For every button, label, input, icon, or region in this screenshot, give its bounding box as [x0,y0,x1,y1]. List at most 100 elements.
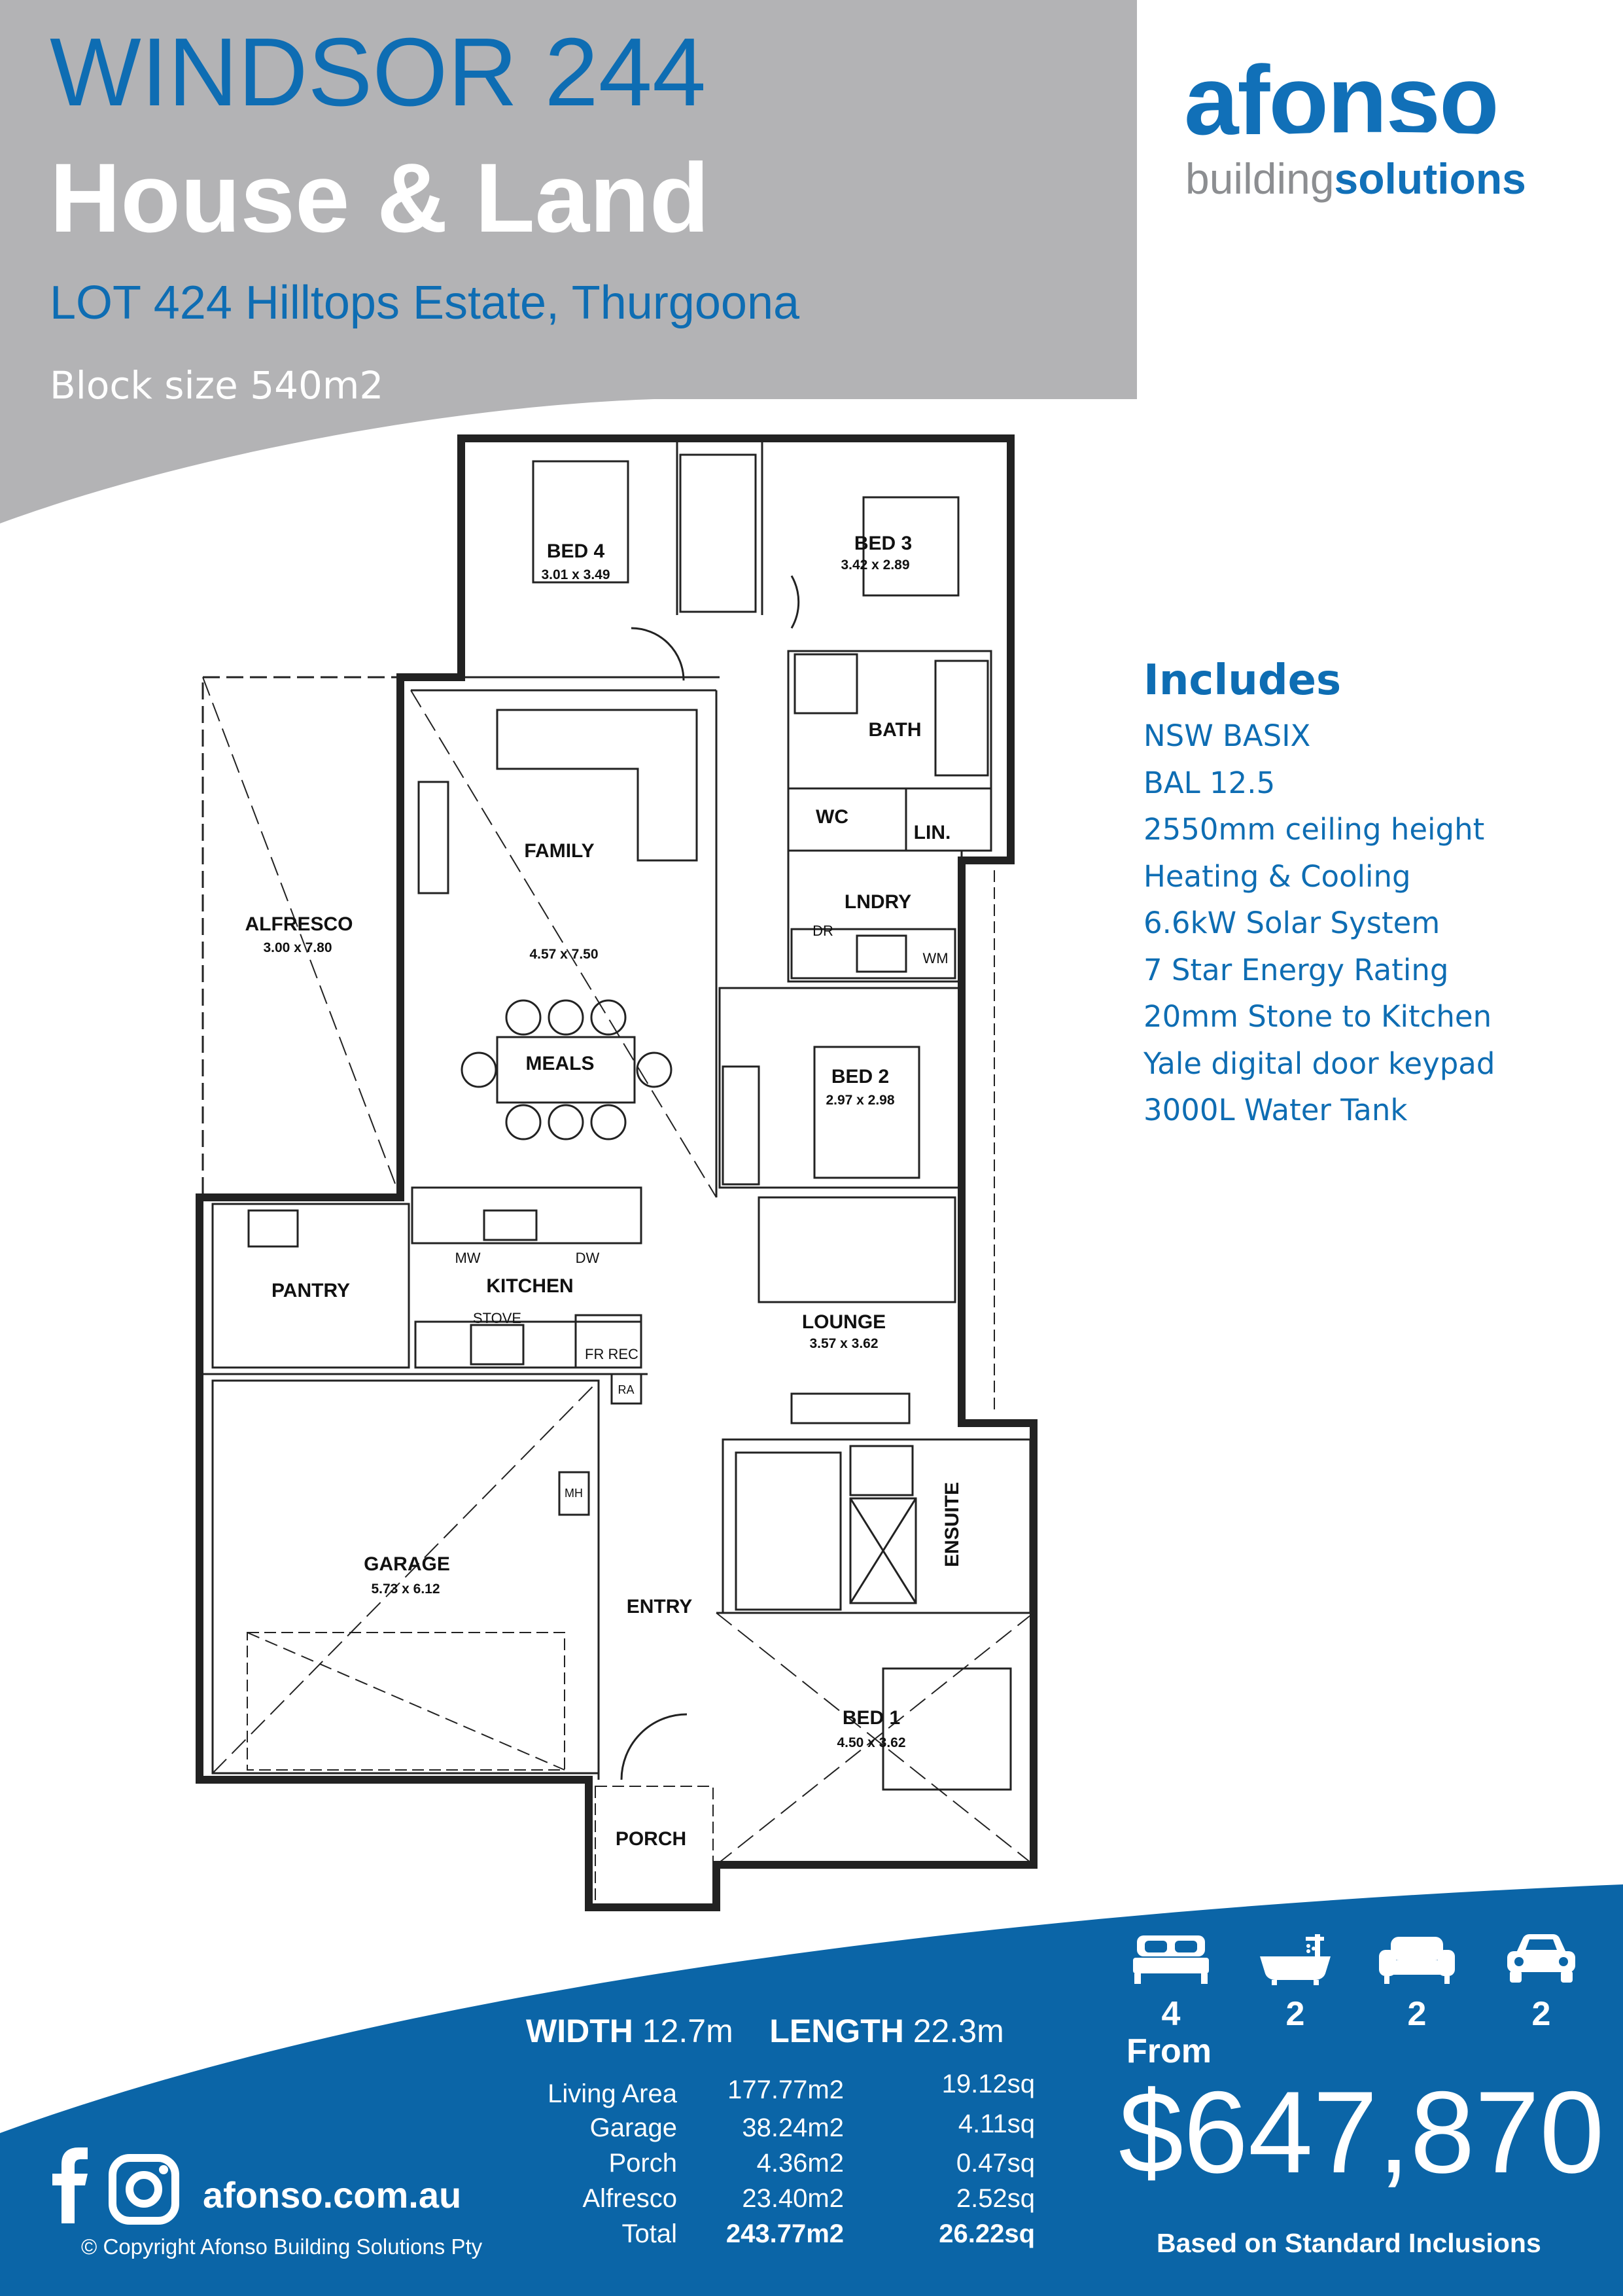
room-dim-bed3: 3.42 x 2.89 [841,557,909,573]
room-dim-alfresco: 3.00 x 7.80 [263,940,332,955]
room-label-bed2: BED 2 [831,1066,889,1087]
length-value: 22.3m [913,2013,1004,2049]
garage-count: 2 [1531,1995,1551,2033]
label-mh: MH [565,1487,583,1500]
area-label: Garage [589,2113,677,2142]
car-icon [1507,1934,1575,1983]
width-value: 12.7m [642,2013,733,2049]
header-swoosh [0,366,654,523]
feature-bedrooms: 4 [1125,1930,1217,2034]
floor-plan: BED 4 3.01 x 3.49 BED 3 3.42 x 2.89 BATH… [196,434,1038,1911]
area-row: Garage 38.24m2 4.11sq [517,2110,1053,2150]
area-sq: 26.22sq [939,2219,1035,2248]
room-label-bath: BATH [868,719,921,741]
lot-address: LOT 424 Hilltops Estate, Thurgoona [50,277,800,329]
house-dimensions: WIDTH 12.7m LENGTH 22.3m [526,2012,1004,2050]
length-label: LENGTH [769,2013,904,2049]
area-label: Alfresco [582,2184,678,2213]
room-dim-bed2: 2.97 x 2.98 [826,1093,894,1108]
area-m2: 38.24m2 [742,2113,844,2142]
label-stove: STOVE [473,1310,521,1326]
room-label-ensuite: ENSUITE [941,1482,963,1567]
room-label-lndry: LNDRY [845,891,911,913]
copyright: © Copyright Afonso Building Solutions Pt… [81,2234,483,2259]
area-row: Living Area 177.77m2 19.12sq [517,2070,1053,2110]
room-label-bed1: BED 1 [843,1707,900,1729]
includes-list: Includes NSW BASIX BAL 12.5 2550mm ceili… [1143,658,1601,1134]
area-label: Living Area [548,2079,677,2108]
area-row-total: Total 243.77m2 26.22sq [517,2219,1053,2256]
area-m2: 23.40m2 [742,2184,844,2213]
room-label-entry: ENTRY [627,1596,693,1617]
room-dim-lounge: 3.57 x 3.62 [809,1336,878,1351]
room-dim-garage: 5.73 x 6.12 [371,1581,440,1597]
page-subtitle: House & Land [50,143,710,253]
room-label-garage: GARAGE [364,1553,450,1575]
label-wm: WM [922,950,948,966]
room-dim-family: 4.57 x 7.50 [529,947,598,962]
social-icons [52,2147,179,2225]
logo-swoosh [1185,132,1578,147]
label-ra: RA [618,1383,634,1396]
footer-band [0,1884,1623,2296]
includes-item: Heating & Cooling [1143,858,1411,894]
area-row: Porch 4.36m2 0.47sq [517,2149,1053,2185]
instagram-icon[interactable] [109,2154,179,2225]
room-dim-bed1: 4.50 x 3.62 [837,1735,905,1750]
label-dw: DW [576,1250,600,1266]
room-label-bed3: BED 3 [854,533,912,554]
logo-tagline-solutions: solutions [1334,154,1526,203]
includes-item: NSW BASIX [1143,718,1311,754]
area-sq: 19.12sq [941,2070,1035,2098]
bedroom-count: 4 [1161,1995,1181,2033]
price-from-label: From [1126,2032,1212,2070]
area-label: Porch [608,2149,678,2178]
room-label-wc: WC [816,806,848,828]
area-m2: 243.77m2 [725,2219,844,2248]
bathroom-count: 2 [1285,1995,1305,2033]
sofa-icon [1379,1937,1455,1984]
room-label-alfresco: ALFRESCO [245,913,353,935]
price-note: Based on Standard Inclusions [1157,2228,1541,2258]
bed-icon [1133,1935,1209,1984]
room-label-bed4: BED 4 [547,540,605,562]
room-label-porch: PORCH [616,1828,686,1850]
room-label-pantry: PANTRY [271,1280,350,1301]
label-fridge-recess: FR REC [585,1346,638,1362]
logo-tagline: buildingsolutions [1185,157,1526,200]
bathtub-icon [1260,1934,1331,1985]
includes-heading: Includes [1143,656,1342,705]
room-label-meals: MEALS [526,1053,595,1074]
width-label: WIDTH [526,2013,633,2049]
room-label-lounge: LOUNGE [802,1311,886,1333]
room-label-kitchen: KITCHEN [486,1275,573,1297]
room-label-family: FAMILY [524,840,594,862]
includes-item: 20mm Stone to Kitchen [1143,999,1492,1034]
room-label-lin: LIN. [914,822,951,843]
area-label: Total [621,2219,678,2248]
page-title: WINDSOR 244 [50,18,707,126]
includes-item: BAL 12.5 [1143,765,1276,800]
feature-garage: 2 [1495,1930,1587,2034]
area-m2: 4.36m2 [756,2149,844,2178]
price: $647,870 [1119,2067,1605,2197]
facebook-icon[interactable] [52,2147,88,2223]
feature-living: 2 [1371,1930,1463,2034]
room-dim-bed4: 3.01 x 3.49 [541,567,610,582]
header-band [0,0,1137,399]
living-count: 2 [1407,1995,1427,2033]
includes-item: Yale digital door keypad [1143,1046,1495,1081]
area-sq: 4.11sq [958,2110,1035,2138]
includes-item: 7 Star Energy Rating [1143,952,1449,987]
logo-tagline-building: building [1185,154,1335,203]
area-m2: 177.77m2 [727,2075,844,2104]
area-row: Alfresco 23.40m2 2.52sq [517,2184,1053,2221]
area-sq: 0.47sq [956,2149,1035,2178]
website-link[interactable]: afonso.com.au [203,2174,462,2216]
includes-item: 6.6kW Solar System [1143,906,1440,941]
includes-item: 2550mm ceiling height [1143,812,1485,847]
includes-item: 3000L Water Tank [1143,1093,1408,1128]
label-dr: DR [812,923,833,939]
area-sq: 2.52sq [956,2184,1035,2213]
label-mw: MW [455,1250,480,1266]
